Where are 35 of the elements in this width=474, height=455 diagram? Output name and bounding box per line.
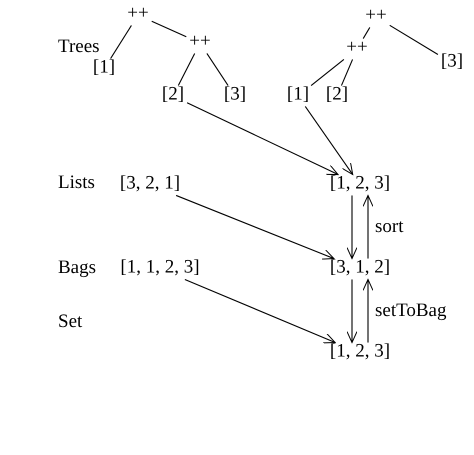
tree-branch-line: [310, 59, 344, 86]
tree-branch-line: [340, 59, 354, 86]
tree-branch-line: [389, 24, 438, 55]
tree-operator: ++: [126, 4, 150, 24]
tree-branch-line: [178, 53, 196, 86]
row-label: Bags: [58, 257, 96, 279]
arrow: [362, 194, 374, 259]
row-label: Trees: [58, 36, 100, 58]
tree-operator: ++: [364, 6, 388, 26]
arrow: [186, 102, 339, 176]
arrow: [346, 279, 358, 344]
row-label: Set: [58, 311, 82, 333]
arrow: [176, 194, 334, 260]
tree-leaf: [2]: [160, 84, 186, 106]
set-value: [1, 2, 3]: [328, 342, 392, 362]
arrow: [346, 195, 358, 260]
tree-leaf: [3]: [440, 52, 464, 72]
tree-branch-line: [206, 53, 229, 86]
bag-value: [3, 1, 2]: [328, 258, 392, 278]
arrow: [362, 278, 374, 343]
tree-leaf: [1]: [286, 84, 310, 106]
tree-leaf: [1]: [92, 58, 116, 78]
row-label: Lists: [58, 172, 95, 194]
tree-leaf: [2]: [324, 84, 350, 106]
bag-value: [1, 1, 2, 3]: [119, 258, 201, 278]
tree-operator: ++: [188, 32, 212, 52]
arrow: [184, 278, 336, 344]
arrow: [304, 106, 354, 176]
list-value: [1, 2, 3]: [328, 174, 392, 194]
list-value: [3, 2, 1]: [118, 174, 182, 194]
tree-leaf: [3]: [222, 84, 248, 106]
tree-branch-line: [110, 25, 132, 59]
tree-branch-line: [152, 20, 186, 38]
tree-operator: ++: [345, 38, 369, 58]
tree-branch-line: [362, 27, 370, 39]
